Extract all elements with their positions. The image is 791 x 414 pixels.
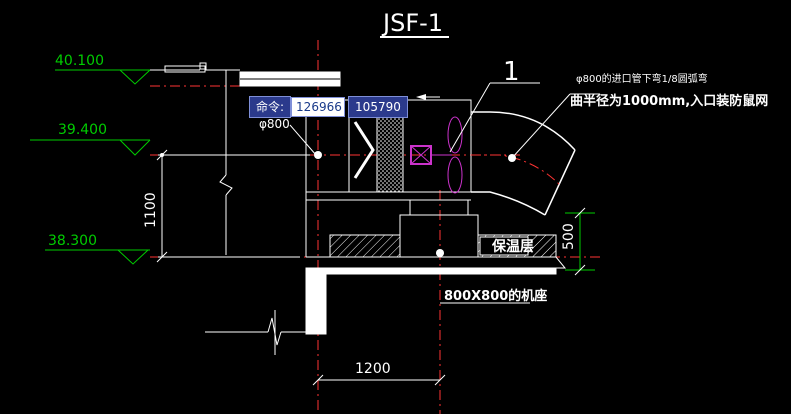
height-dimension-label: 1100 <box>143 192 159 228</box>
elevation-38300: 38.300 <box>45 233 150 265</box>
elevation-label-1: 40.100 <box>55 53 104 69</box>
top-beam <box>164 62 341 87</box>
inlet-note: φ800的进口管下弯1/8圆弧弯 <box>576 72 708 85</box>
height-dimension <box>156 149 310 263</box>
flow-arrow <box>416 94 440 100</box>
command-label: 命令: <box>249 96 292 118</box>
offset-dimension-label: 500 <box>561 223 577 250</box>
command-bar: 命令: 126966 105790 <box>249 96 408 118</box>
item-number: 1 <box>503 57 520 87</box>
offset-dimension <box>565 207 595 276</box>
elevation-40100: 40.100 <box>55 53 200 85</box>
centerline-points <box>160 151 516 257</box>
width-dimension <box>312 374 446 386</box>
elevation-label-3: 38.300 <box>48 233 97 249</box>
x-coordinate-input[interactable]: 126966 <box>291 97 346 117</box>
motor <box>410 116 463 194</box>
radius-note: 曲半径为1000mm,入口装防鼠网 <box>570 93 768 109</box>
base-label: 800X800的机座 <box>444 288 547 304</box>
lower-structure <box>205 310 306 355</box>
elevation-label-2: 39.400 <box>58 122 107 138</box>
base-structure <box>305 192 567 335</box>
elevation-39400: 39.400 <box>30 122 151 156</box>
break-line <box>219 70 233 255</box>
title-group: JSF-1 <box>380 9 449 38</box>
y-coordinate-value[interactable]: 105790 <box>348 96 408 118</box>
drawing-title: JSF-1 <box>381 9 443 37</box>
item-1-leader: 1 <box>449 57 540 153</box>
width-dimension-label: 1200 <box>355 361 391 377</box>
insulation-label: 保温层 <box>491 238 534 255</box>
inlet-duct <box>471 111 576 216</box>
phi-label: φ800 <box>259 117 290 131</box>
